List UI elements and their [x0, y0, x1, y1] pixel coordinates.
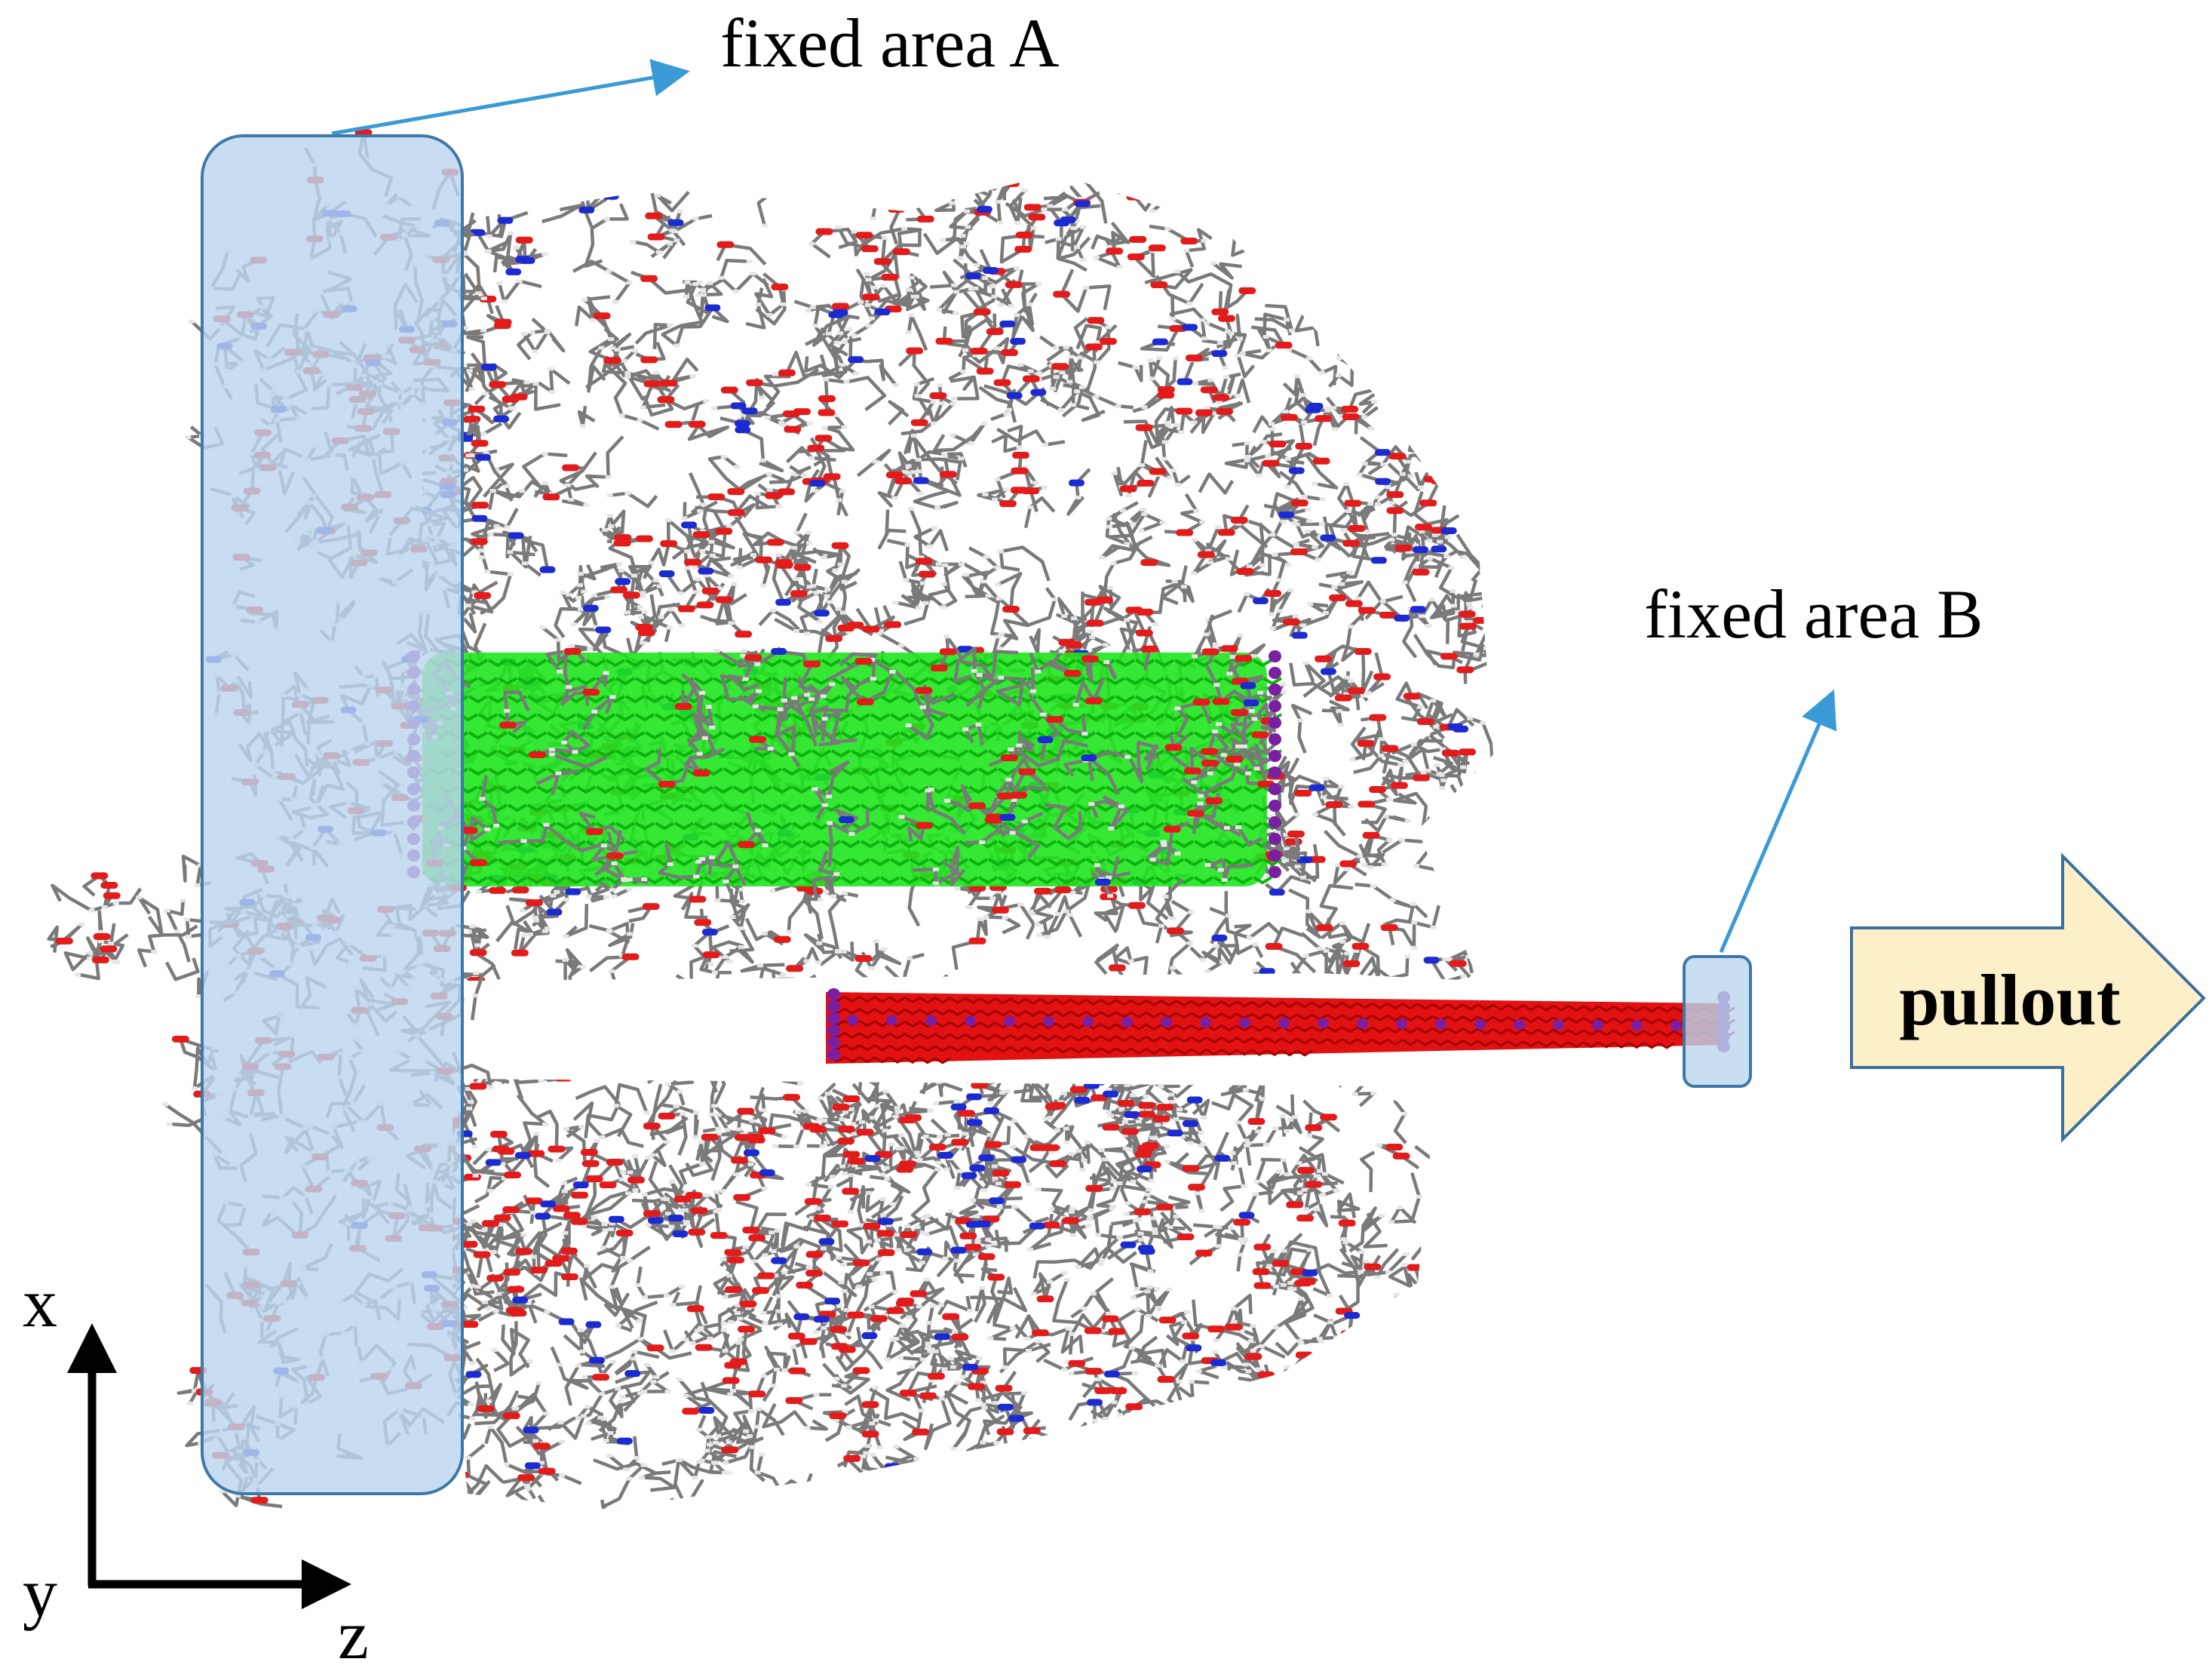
fixed-area-a-region — [201, 134, 464, 1495]
pullout-label: pullout — [1899, 960, 2121, 1040]
z-axis-label: z — [338, 1596, 369, 1671]
y-axis-label: y — [23, 1554, 57, 1631]
x-axis-label: x — [23, 1264, 57, 1341]
fixed-area-a-callout-arrow — [331, 59, 690, 136]
inner-nanotube — [826, 988, 1735, 1064]
coordinate-axes — [67, 1323, 351, 1609]
pullout-arrow — [1850, 852, 2206, 1143]
fixed-area-b-region — [1683, 955, 1752, 1088]
polymer-matrix-top — [422, 174, 1493, 981]
fixed-area-a-label: fixed area A — [720, 5, 1060, 81]
fixed-area-b-callout-arrow — [1719, 689, 1837, 953]
fixed-area-b-label: fixed area B — [1644, 576, 1983, 653]
polymer-matrix-bottom — [453, 1079, 1433, 1509]
outer-nanotube — [400, 607, 1305, 920]
